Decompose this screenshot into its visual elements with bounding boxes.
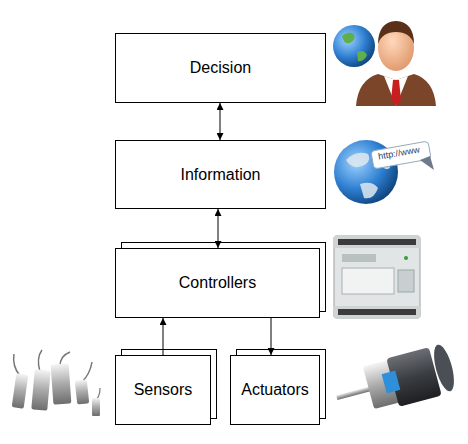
process-box: Information xyxy=(115,140,326,209)
box-label: Information xyxy=(180,166,260,184)
box-label: Controllers xyxy=(179,274,256,292)
process-box: Decision xyxy=(115,33,326,103)
box-label: Sensors xyxy=(134,381,193,399)
process-box: Controllers xyxy=(115,248,320,318)
sensor-illustration xyxy=(12,350,100,416)
box-label: Actuators xyxy=(241,381,309,399)
box-label: Decision xyxy=(190,59,251,77)
motor-illustration xyxy=(336,343,458,409)
flow-arrow xyxy=(220,103,221,140)
process-box: Sensors xyxy=(115,355,211,425)
manager-illustration xyxy=(333,21,436,106)
process-box: Actuators xyxy=(230,355,320,425)
plc-illustration xyxy=(334,236,420,318)
web-globe-illustration xyxy=(334,140,434,204)
